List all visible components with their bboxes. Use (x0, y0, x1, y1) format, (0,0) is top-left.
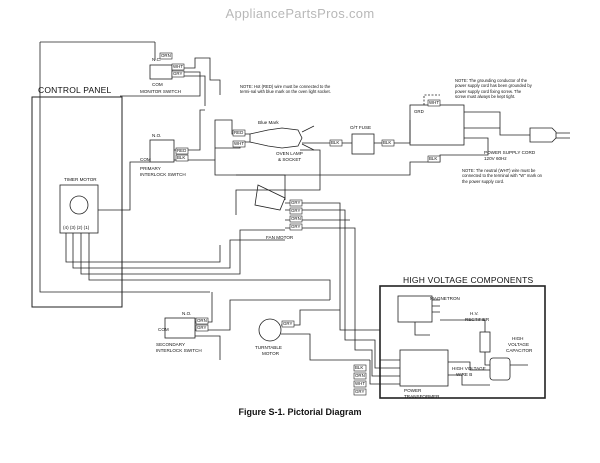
turntable-label-2: MOTOR (262, 351, 280, 356)
secondary-switch-body (164, 317, 196, 339)
magnetron-label: MAGNETRON (430, 296, 460, 301)
monitor-nc-label: N.C. (152, 57, 162, 62)
hv-capacitor-label-2: VOLTAGE (508, 342, 530, 347)
control-panel-title: CONTROL PANEL (38, 85, 112, 95)
secondary-switch-label-1: SECONDARY (156, 342, 186, 347)
neutral-note: NOTE: The neutral (WHT) wire must be con… (462, 168, 543, 184)
hv-rectifier-label-1: H.V. (470, 311, 479, 316)
monitor-switch-label: MONITOR SWITCH (140, 89, 182, 94)
hv-capacitor-label-3: CAPACITOR (506, 348, 533, 353)
hv-wire-label-1: HIGH VOLTAGE (452, 366, 486, 371)
wire-tag-red: RED (177, 148, 187, 153)
wire-tag-gry: GRY (173, 71, 183, 76)
wire-tag-wht: WHT (355, 381, 365, 386)
hv-capacitor-body (489, 357, 511, 381)
oven-lamp-shape (249, 127, 303, 149)
power-plug (529, 127, 557, 143)
wire-tag-grd: GRD (414, 109, 424, 114)
transformer-body (399, 349, 449, 387)
wire-tag-blk: BLK (331, 140, 340, 145)
monitor-com-label: COM (152, 82, 163, 87)
hv-wire-label-2: WIRE B (456, 372, 473, 377)
primary-com-label: COM (140, 157, 151, 162)
blue-mark-label: Blue Mark (258, 120, 279, 125)
wire-tag-blk: BLK (355, 365, 364, 370)
wire-tag-wht: WHT (173, 64, 183, 69)
wire-tag-orn: ORN (355, 373, 365, 378)
wire-tag-gry: GRY (283, 321, 293, 326)
wire-tag-gry: GRY (355, 389, 365, 394)
wire-tag-gry: GRY (291, 208, 301, 213)
hv-rectifier-label-2: RECTIFIER (465, 317, 490, 322)
harness-left (39, 42, 210, 293)
primary-switch-label-2: INTERLOCK SWITCH (140, 172, 186, 177)
wire-tag-gry: GRY (197, 325, 207, 330)
primary-no-label: N.O. (152, 133, 162, 138)
figure-caption: Figure S-1. Pictorial Diagram (238, 407, 362, 417)
fan-motor-label: FAN MOTOR (266, 235, 294, 240)
ot-fuse-body (351, 133, 375, 155)
ground-note: NOTE: The grounding conductor of the pow… (455, 78, 532, 99)
wire-tag-blk: BLK (177, 155, 186, 160)
wire-tag-red: RED (234, 130, 244, 135)
secondary-com-label: COM (158, 327, 169, 332)
wire-tag-gry: GRY (291, 224, 301, 229)
timer-pins-label: (4) (3) (2) (1) (63, 225, 90, 230)
timer-motor-label: TIMER MOTOR (64, 177, 97, 182)
wire-tag-blk: BLK (383, 140, 392, 145)
oven-lamp-label-1: OVEN LAMP (276, 151, 303, 156)
power-cord-label-2: 120V 60Hz (484, 156, 507, 161)
lamp-note: NOTE: Hot (RED) wire must be connected t… (240, 84, 331, 95)
oven-lamp-label-2: & SOCKET (278, 157, 302, 162)
transformer-label-1: POWER (404, 388, 422, 393)
monitor-switch-body (149, 64, 173, 80)
wire-tag-orn: ORN (197, 318, 207, 323)
hv-rectifier-body (479, 331, 491, 353)
secondary-no-label: N.O. (182, 311, 192, 316)
wire-tag-blk: BLK (429, 156, 438, 161)
ot-fuse-label: O/T FUSE (350, 125, 372, 130)
secondary-switch-label-2: INTERLOCK SWITCH (156, 348, 202, 353)
fan-motor-shape (254, 184, 286, 211)
primary-switch-body (149, 139, 175, 163)
wire-tag-wht: WHT (234, 141, 244, 146)
transformer-label-2: TRANSFORMER (404, 394, 440, 399)
hv-capacitor-label-1: HIGH (512, 336, 524, 341)
turntable-label-1: TURNTABLE (255, 345, 282, 350)
wire-tag-orn: ORN (291, 216, 301, 221)
primary-switch-label-1: PRIMARY (140, 166, 161, 171)
wire-tag-orn: ORN (161, 53, 171, 58)
magnetron-body (397, 295, 433, 323)
control-panel-box (31, 96, 123, 308)
wire-tag-wht: WHT (429, 100, 439, 105)
high-voltage-title: HIGH VOLTAGE COMPONENTS (403, 275, 534, 285)
wire-tag-gry: GRY (291, 200, 301, 205)
turntable-motor-shape (258, 318, 282, 342)
site-watermark: AppliancePartsPros.com (225, 6, 375, 21)
power-cord-label-1: POWER SUPPLY CORD (484, 150, 536, 155)
timer-motor-body (59, 184, 99, 234)
